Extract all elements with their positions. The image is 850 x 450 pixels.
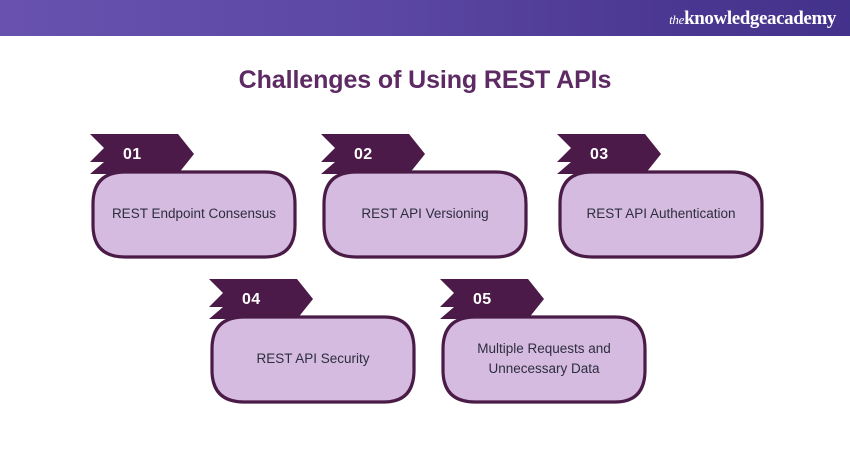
card-number: 01 <box>123 146 142 163</box>
card-body-shape <box>322 170 528 259</box>
card-shape <box>321 134 528 259</box>
card-label: REST API Versioning <box>361 206 489 222</box>
card-body-shape <box>91 170 297 259</box>
card-label: REST Endpoint Consensus <box>111 206 277 222</box>
card-number: 04 <box>242 291 261 308</box>
card-number: 02 <box>354 146 373 163</box>
card-body-shape <box>441 315 647 404</box>
page-title: Challenges of Using REST APIs <box>238 66 612 94</box>
header-bar: theknowledgeacademy <box>0 0 850 36</box>
card-item[interactable]: 03 REST API Authentication <box>557 134 765 260</box>
card-number: 05 <box>473 291 492 308</box>
ribbon-badge-shape <box>557 134 661 174</box>
ribbon-badge-shape <box>440 279 544 319</box>
ribbon-badge-shape <box>321 134 425 174</box>
brand-logo-main: knowledgeacademy <box>684 7 836 29</box>
brand-logo: theknowledgeacademy <box>669 9 850 28</box>
ribbon-badge-shape <box>209 279 313 319</box>
card-item[interactable]: 04 REST API Security <box>209 279 417 405</box>
card-number: 03 <box>590 146 609 163</box>
card-item[interactable]: 01 REST Endpoint Consensus <box>90 134 298 260</box>
card-item[interactable]: 02 REST API Versioning <box>321 134 529 260</box>
card-label: REST API Security <box>256 351 370 367</box>
ribbon-badge-shape <box>90 134 194 174</box>
card-label: Multiple Requests and Unnecessary Data <box>477 341 611 376</box>
card-body-shape <box>210 315 416 404</box>
card-body-shape <box>558 170 764 259</box>
card-shape <box>90 134 297 259</box>
card-shape <box>557 134 764 259</box>
card-item[interactable]: 05 Multiple Requests and Unnecessary Dat… <box>440 279 648 405</box>
card-label: REST API Authentication <box>586 206 736 222</box>
card-shape <box>440 279 647 404</box>
brand-logo-the: the <box>669 11 685 27</box>
card-shape <box>209 279 416 404</box>
